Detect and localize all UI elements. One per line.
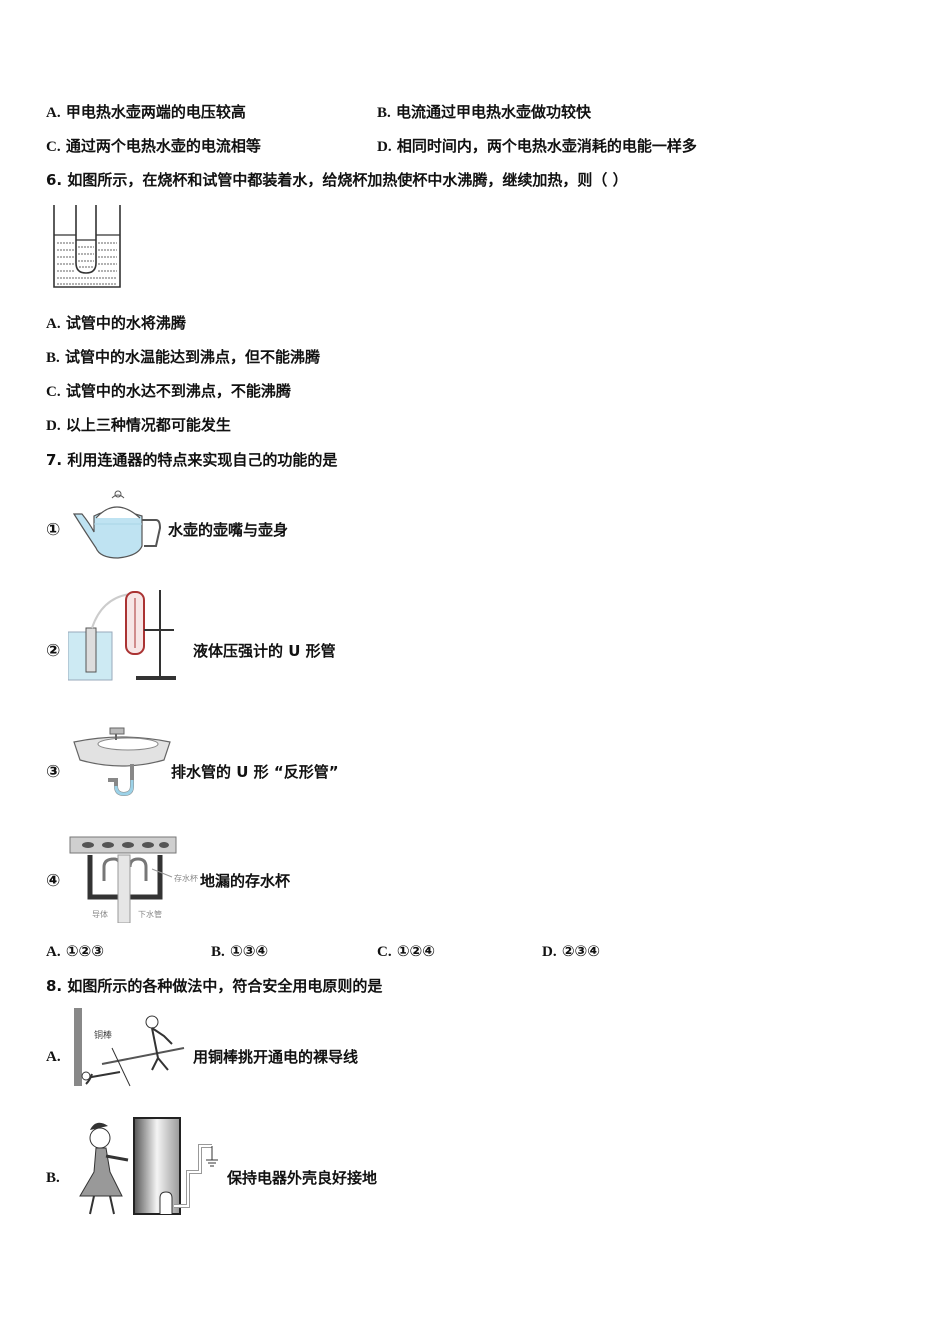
copper-rod-rescue-icon <box>74 1008 185 1087</box>
option-text: ①②④ <box>396 942 435 960</box>
q8-item-b-label: B. <box>46 1170 60 1186</box>
pressure-gauge-figure <box>68 588 188 684</box>
question-number: 6. <box>46 171 63 189</box>
pressure-gauge-icon <box>68 590 176 681</box>
q7-item-2-text: 液体压强计的 U 形管 <box>193 642 336 660</box>
teapot-figure <box>72 484 164 562</box>
option-text: 试管中的水将沸腾 <box>65 314 186 332</box>
option-text: 试管中的水达不到沸点，不能沸腾 <box>65 382 291 400</box>
q5-option-c: C. 通过两个电热水壶的电流相等 <box>46 136 261 157</box>
option-label: D. <box>542 944 557 960</box>
q7-item-3-text: 排水管的 U 形 “反形管” <box>171 763 339 781</box>
floor-drain-icon <box>69 836 177 923</box>
q6-option-c: C. 试管中的水达不到沸点，不能沸腾 <box>46 381 291 402</box>
option-label: D. <box>46 418 61 434</box>
q7-option-c: C. ①②④ <box>377 941 435 962</box>
q8-stem: 8. 如图所示的各种做法中，符合安全用电原则的是 <box>46 976 382 996</box>
floor-drain-figure: 存水杯 导体 下水管 <box>68 833 200 923</box>
floor-drain-label-pipe: 下水管 <box>138 910 162 919</box>
question-number: 8. <box>46 977 63 995</box>
option-text: ①②③ <box>65 942 104 960</box>
option-label: B. <box>211 944 225 960</box>
option-text: 甲电热水壶两端的电压较高 <box>65 103 246 121</box>
option-label: A. <box>46 944 61 960</box>
option-label: B. <box>46 350 60 366</box>
question-number: 7. <box>46 451 63 469</box>
option-text: 电流通过甲电热水壶做功较快 <box>396 103 592 121</box>
teapot-icon <box>72 490 162 559</box>
question-text: 如图所示的各种做法中，符合安全用电原则的是 <box>67 977 383 995</box>
option-text: 通过两个电热水壶的电流相等 <box>65 137 261 155</box>
q7-option-a: A. ①②③ <box>46 941 104 962</box>
question-text: 利用连通器的特点来实现自己的功能的是 <box>67 451 338 469</box>
option-label: C. <box>46 139 61 155</box>
option-label: C. <box>46 384 61 400</box>
option-label: B. <box>377 105 391 121</box>
grounding-figure <box>76 1116 226 1218</box>
q7-item-1-marker: ① <box>46 520 61 540</box>
q5-option-a: A. 甲电热水壶两端的电压较高 <box>46 102 246 123</box>
floor-drain-label-cup: 存水杯 <box>174 874 198 883</box>
option-text: ①③④ <box>230 942 269 960</box>
sink-figure <box>72 724 172 802</box>
option-label: A. <box>46 316 61 332</box>
q8-item-b-text: 保持电器外壳良好接地 <box>227 1169 378 1187</box>
q6-stem: 6. 如图所示，在烧杯和试管中都装着水，给烧杯加热使杯中水沸腾，继续加热，则（ … <box>46 170 628 190</box>
option-label: C. <box>377 944 392 960</box>
beaker-test-tube-figure <box>52 203 124 289</box>
q6-option-d: D. 以上三种情况都可能发生 <box>46 415 231 436</box>
question-text: 如图所示，在烧杯和试管中都装着水，给烧杯加热使杯中水沸腾，继续加热，则（ ） <box>67 171 628 189</box>
q8-item-a-label: A. <box>46 1049 61 1065</box>
floor-drain-label-left: 导体 <box>92 910 108 919</box>
q5-option-b: B. 电流通过甲电热水壶做功较快 <box>377 102 591 123</box>
q7-option-d: D. ②③④ <box>542 941 600 962</box>
q7-item-1-text: 水壶的壶嘴与壶身 <box>168 521 289 539</box>
option-text: 试管中的水温能达到沸点，但不能沸腾 <box>65 348 321 366</box>
option-text: 相同时间内，两个电热水壶消耗的电能一样多 <box>396 137 697 155</box>
copper-rod-figure: 铜棒 <box>72 1008 192 1088</box>
q5-option-d: D. 相同时间内，两个电热水壶消耗的电能一样多 <box>377 136 697 157</box>
q6-option-a: A. 试管中的水将沸腾 <box>46 313 186 334</box>
beaker-icon <box>53 205 121 288</box>
q7-item-2-marker: ② <box>46 641 61 661</box>
appliance-grounding-icon <box>79 1117 218 1215</box>
q6-option-b: B. 试管中的水温能达到沸点，但不能沸腾 <box>46 347 320 368</box>
q7-item-3-marker: ③ <box>46 762 61 782</box>
q7-item-4-text: 地漏的存水杯 <box>200 872 291 890</box>
option-text: ②③④ <box>561 942 600 960</box>
option-text: 以上三种情况都可能发生 <box>65 416 231 434</box>
q7-option-b: B. ①③④ <box>211 941 268 962</box>
q7-stem: 7. 利用连通器的特点来实现自己的功能的是 <box>46 450 337 470</box>
sink-u-pipe-icon <box>73 727 171 797</box>
q7-item-4-marker: ④ <box>46 871 61 891</box>
copper-rod-label: 铜棒 <box>94 1031 113 1041</box>
option-label: D. <box>377 139 392 155</box>
q8-item-a-text: 用铜棒挑开通电的裸导线 <box>193 1048 359 1066</box>
option-label: A. <box>46 105 61 121</box>
